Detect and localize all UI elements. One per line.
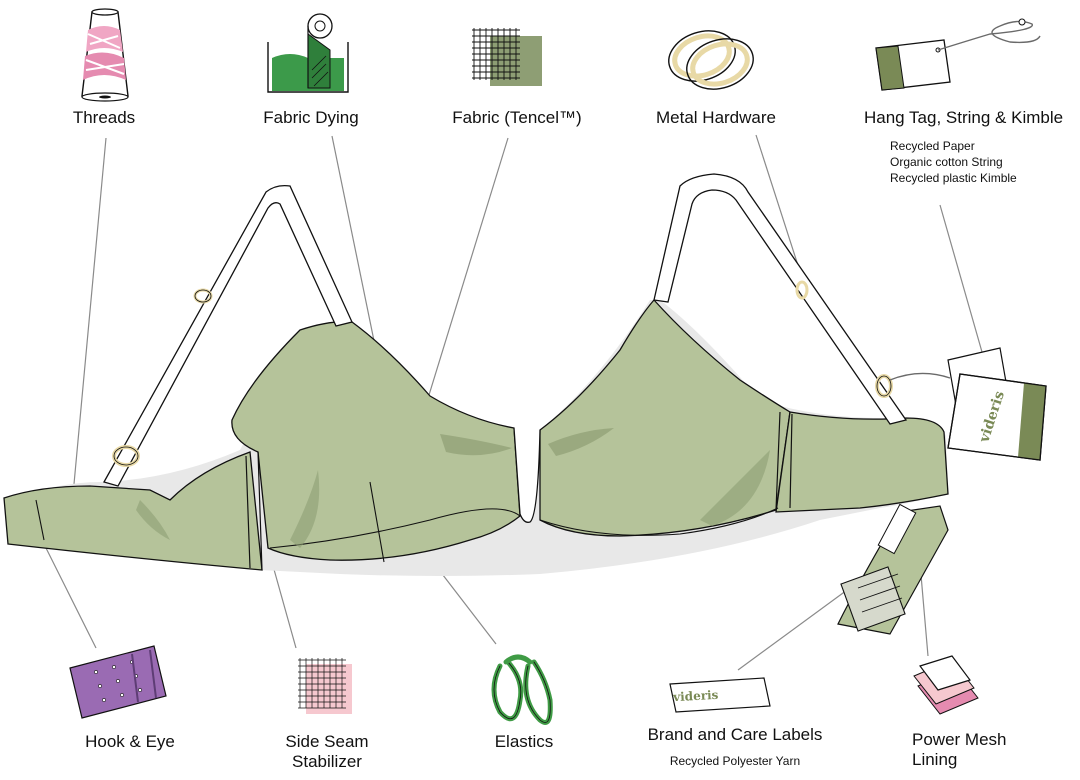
dye-tank-icon <box>268 14 348 92</box>
thread-cone-icon <box>82 9 128 101</box>
hang-tag-icon <box>876 19 1040 90</box>
label-metal-hardware: Metal Hardware <box>644 108 788 128</box>
sublabel-hang-tag-paper: Recycled Paper <box>890 139 975 154</box>
brand-label-icon: videris <box>670 678 770 712</box>
label-power-mesh-line2: Lining <box>912 750 957 770</box>
leader-elastics <box>436 566 496 644</box>
leader-threads <box>74 138 106 484</box>
label-hook-eye: Hook & Eye <box>74 732 186 752</box>
label-fabric-dying: Fabric Dying <box>246 108 376 128</box>
label-power-mesh-line1: Power Mesh <box>912 730 1006 750</box>
elastic-bands-icon <box>494 657 550 723</box>
metal-rings-icon <box>662 23 760 98</box>
label-logo: videris <box>672 688 719 704</box>
leader-fabric-tencel <box>425 138 508 408</box>
label-brand-care: Brand and Care Labels <box>640 725 830 745</box>
sublabel-hang-tag-kimble: Recycled plastic Kimble <box>890 171 1017 186</box>
label-fabric-tencel: Fabric (Tencel™) <box>440 108 594 128</box>
power-mesh-icon <box>914 656 978 714</box>
label-threads: Threads <box>54 108 154 128</box>
label-hang-tag: Hang Tag, String & Kimble <box>864 108 1063 128</box>
side-seam-stabilizer-icon <box>298 658 352 714</box>
sublabel-hang-tag-string: Organic cotton String <box>890 155 1003 170</box>
label-side-seam-line2: Stabilizer <box>272 752 382 772</box>
label-elastics: Elastics <box>474 732 574 752</box>
fabric-swatch-icon <box>472 28 542 86</box>
label-side-seam-line1: Side Seam <box>272 732 382 752</box>
hook-eye-icon <box>70 646 166 718</box>
sublabel-brand-care: Recycled Polyester Yarn <box>640 754 830 769</box>
leader-brand-labels <box>738 582 858 670</box>
